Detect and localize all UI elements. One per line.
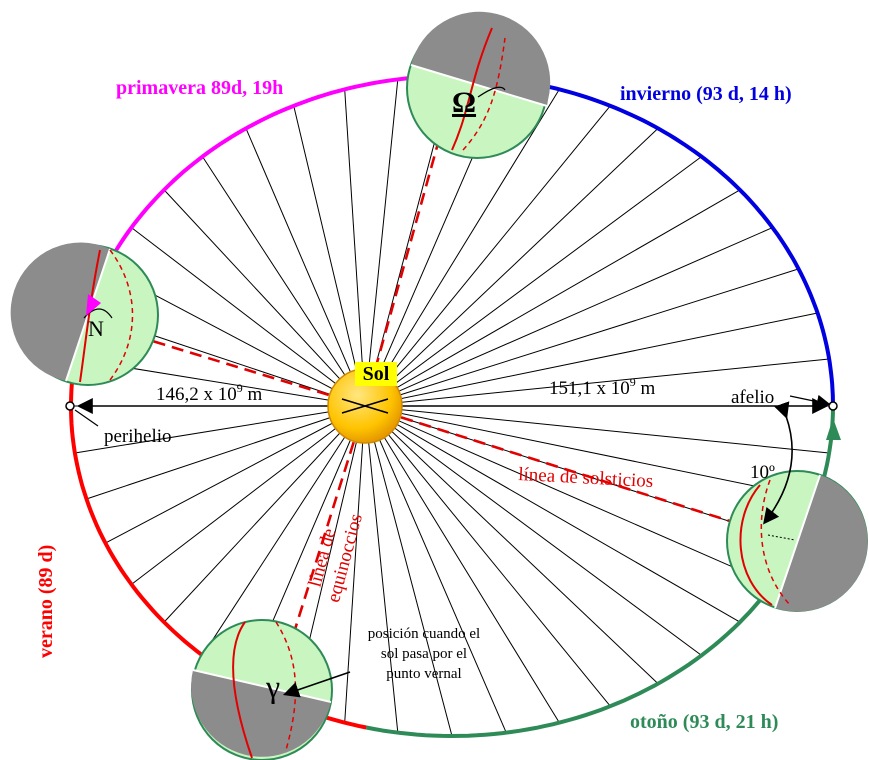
orbit-spoke xyxy=(364,189,741,407)
aphelion-label: afelio xyxy=(731,387,774,408)
earth-vernal-point: γ xyxy=(191,619,333,760)
solstice-line-right xyxy=(364,404,791,542)
orbit-spoke xyxy=(364,405,659,684)
orbit-spoke xyxy=(245,128,366,407)
orbit-spoke xyxy=(364,405,702,656)
orbit-spoke xyxy=(364,268,799,407)
earth-winter-solstice: Ω xyxy=(406,11,551,159)
orbit-arc-winter xyxy=(543,83,835,407)
spring-arrowhead xyxy=(86,294,101,316)
omega-symbol: Ω xyxy=(452,86,476,119)
aphelion-point xyxy=(828,401,838,411)
orbit-spoke xyxy=(364,312,818,407)
orbit-spoke xyxy=(105,405,366,544)
node-symbol: N xyxy=(88,316,104,341)
orbit-spoke xyxy=(364,128,659,407)
orbit-spoke xyxy=(344,89,366,407)
aphelion-pointer xyxy=(789,394,831,409)
orbit-spoke xyxy=(364,405,773,585)
orbit-spoke xyxy=(131,405,366,585)
orbit-spoke xyxy=(364,79,399,407)
vernal-note-pointer xyxy=(282,671,351,698)
winter-label: invierno (93 d, 14 h) xyxy=(620,83,792,105)
perihelion-label: perihelio xyxy=(104,426,172,447)
orbit-spoke xyxy=(364,405,799,544)
earth-spring-position: N xyxy=(10,242,159,386)
orbit-spoke xyxy=(74,405,366,454)
orbit-spoke xyxy=(344,405,366,723)
orbit-spoke xyxy=(202,156,366,407)
perihelion-distance: 146,2 x 109 m xyxy=(156,381,263,405)
spring-label: primavera 89d, 19h xyxy=(116,77,283,99)
orbit-spoke xyxy=(364,105,611,407)
autumn-arrowhead xyxy=(826,418,841,440)
svg-text:sol pasa por el: sol pasa por el xyxy=(381,646,467,662)
earth-summer-solstice xyxy=(726,470,868,612)
perihelion-pointer xyxy=(74,409,99,427)
svg-text:punto vernal: punto vernal xyxy=(386,666,461,682)
equinox-line-top xyxy=(363,99,452,407)
orbit-spoke xyxy=(131,227,366,407)
orbit-spoke xyxy=(364,405,611,707)
autumn-label: otoño (93 d, 21 h) xyxy=(630,711,778,733)
orbit-spoke xyxy=(364,156,702,407)
orbit-spoke xyxy=(364,405,507,733)
orbit-spoke xyxy=(364,358,830,407)
aphelion-distance: 151,1 x 109 m xyxy=(549,375,656,399)
orbit-spoke xyxy=(86,405,366,500)
sun: Sol xyxy=(327,362,403,444)
angle-label: 10º xyxy=(750,462,775,483)
orbit-spoke xyxy=(163,405,366,623)
orbit-spoke xyxy=(202,405,366,656)
orbit-spoke xyxy=(364,405,453,737)
orbit-spoke xyxy=(364,405,818,500)
equinox-line-label: línea de equinoccios xyxy=(305,512,367,605)
summer-label: verano (89 d) xyxy=(35,545,57,658)
orbit-spoke xyxy=(364,405,399,733)
orbit-spoke xyxy=(364,405,830,454)
solstice-line-label: línea de solsticios xyxy=(518,464,654,492)
orbit-spoke xyxy=(163,189,366,407)
gamma-symbol: γ xyxy=(265,668,280,704)
perihelion-point xyxy=(65,401,75,411)
angle-arc xyxy=(763,401,793,525)
orbit-spoke xyxy=(364,89,560,407)
orbit-spoke xyxy=(364,405,560,723)
orbit-spoke xyxy=(293,105,366,407)
svg-text:posición cuando el: posición cuando el xyxy=(368,626,480,642)
vernal-note: posición cuando el sol pasa por el punto… xyxy=(368,626,480,682)
orbit-spoke xyxy=(364,227,773,407)
sun-label: Sol xyxy=(363,363,390,385)
orbit-spoke xyxy=(364,405,741,623)
